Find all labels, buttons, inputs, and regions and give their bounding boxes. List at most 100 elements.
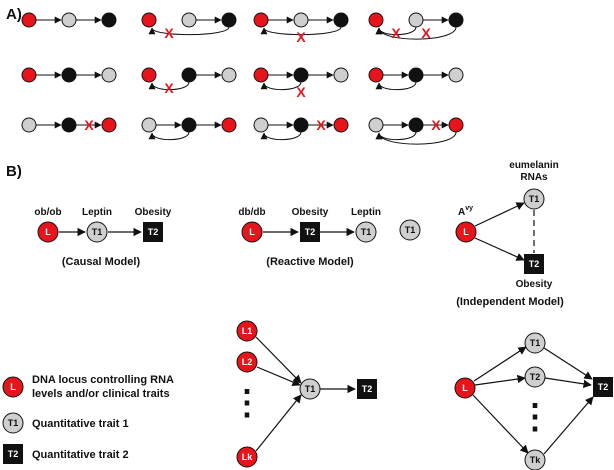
a-node-locus-r0-c0 — [21, 12, 37, 28]
legend-t2-node-text: T2 — [8, 449, 19, 459]
a-curve-r0-c2-2-0 — [260, 26, 342, 36]
a-node-trait2-r0-c1 — [221, 12, 237, 28]
causal-locus-node — [37, 221, 59, 243]
multi-locus-t2-node — [357, 379, 377, 399]
multi-trait-arrow-t1-t2 — [543, 347, 593, 380]
a-node-trait2-r2-c0 — [61, 117, 77, 133]
a-node-trait1-r2-c3 — [368, 117, 384, 133]
multi-trait-arrow-l-tk — [472, 394, 529, 454]
multi-locus-lk-node — [236, 446, 258, 468]
a-node-trait2-r2-c2 — [293, 117, 309, 133]
panel-b-label: B) — [6, 163, 22, 180]
independent-model: eumelanin RNAs Avy L T1 T2 Obesity (Inde… — [455, 160, 564, 308]
a-curve-r1-c1-1-0 — [148, 81, 190, 91]
reactive-locus-label: db/db — [238, 207, 265, 218]
a-node-trait2-r2-c3 — [408, 117, 424, 133]
independent-t2-node-text: T2 — [529, 259, 540, 269]
a-break-mark-r2-c2-0: X — [316, 117, 326, 133]
a-break-mark-r0-c3-0: X — [391, 25, 401, 41]
multi-trait-output-t2-node — [593, 377, 613, 397]
a-node-trait1-r0-c2 — [293, 12, 309, 28]
independent-t1-node — [523, 188, 545, 210]
a-node-trait1-r1-c3 — [448, 67, 464, 83]
a-node-trait2-r0-c0 — [101, 12, 117, 28]
a-node-trait2-r0-c2 — [333, 12, 349, 28]
reactive-model: db/db Obesity Leptin L T2 T1 (Reactive M… — [238, 207, 381, 268]
multi-locus-l2-node-text: L2 — [242, 357, 253, 367]
multi-trait-ellipsis: ⋮ — [518, 398, 552, 436]
a-node-trait2-r1-c1 — [181, 67, 197, 83]
a-node-trait1-r2-c2 — [253, 117, 269, 133]
multi-trait-t2-node — [524, 366, 546, 388]
a-node-locus-r0-c1 — [141, 12, 157, 28]
a-node-trait1-r0-c3 — [408, 12, 424, 28]
multi-trait-t1-node — [524, 332, 546, 354]
multi-locus-t2-node-text: T2 — [362, 384, 373, 394]
a-node-locus-r2-c1 — [221, 117, 237, 133]
multi-locus-l1-node — [236, 320, 258, 342]
causal-model: ob/ob Leptin Obesity L T1 T2 (Causal Mod… — [34, 207, 171, 268]
legend-t2-text: Quantitative trait 2 — [32, 449, 129, 461]
panel-a-label: A) — [6, 6, 22, 23]
a-break-mark-r2-c0-0: X — [84, 117, 94, 133]
isolated-t1-node-text: T1 — [405, 225, 416, 235]
a-curve-r1-c2-1-0 — [260, 81, 302, 91]
a-node-trait1-r2-c0 — [21, 117, 37, 133]
a-node-trait1-r1-c2 — [333, 67, 349, 83]
multi-locus-l1-node-text: L1 — [242, 326, 253, 336]
multi-trait-t2-node-text: T2 — [530, 372, 541, 382]
a-node-locus-r2-c3 — [448, 117, 464, 133]
independent-locus-node-text: L — [463, 227, 469, 237]
multi-trait-t1-node-text: T1 — [530, 338, 541, 348]
independent-arrow-l-t2 — [474, 237, 525, 261]
a-break-mark-r1-c1-0: X — [164, 80, 174, 96]
a-node-trait1-r0-c1 — [181, 12, 197, 28]
a-node-locus-r1-c2 — [253, 67, 269, 83]
isolated-t1-node — [399, 219, 421, 241]
multi-locus-ellipsis: ⋮ — [230, 384, 264, 422]
multi-locus-arrow-l1-t1 — [255, 336, 302, 384]
a-break-mark-r0-c3-1: X — [421, 25, 431, 41]
multi-locus-t1-node — [299, 378, 321, 400]
multi-trait-locus-node — [454, 377, 476, 399]
a-node-locus-r0-c3 — [368, 12, 384, 28]
a-node-locus-r0-c2 — [253, 12, 269, 28]
independent-arrow-l-t1 — [474, 202, 525, 227]
a-node-trait1-r1-c0 — [101, 67, 117, 83]
a-break-mark-r2-c3-0: X — [431, 117, 441, 133]
multi-trait-arrow-l-t2 — [474, 374, 526, 386]
multi-locus-arrow-lk-t1 — [255, 394, 302, 452]
causal-t2-node-text: T2 — [148, 227, 159, 237]
independent-locus-label-sup: vy — [465, 205, 473, 212]
reactive-locus-node — [241, 221, 263, 243]
reactive-locus-node-text: L — [249, 227, 255, 237]
causal-locus-label: ob/ob — [34, 207, 61, 218]
causal-t2-label: Obesity — [135, 207, 172, 218]
multi-trait-tk-node — [524, 449, 546, 470]
a-node-trait1-r1-c1 — [221, 67, 237, 83]
legend-locus-line2: levels and/or clinical traits — [32, 388, 170, 400]
multi-locus-t1-node-text: T1 — [305, 384, 316, 394]
reactive-t2-node-text: T2 — [305, 227, 316, 237]
multi-trait-arrow-tk-t2 — [543, 396, 594, 455]
a-curve-r2-c2-1-0 — [260, 131, 302, 141]
multi-trait-output-t2-node-text: T2 — [598, 382, 609, 392]
a-curve-r1-c3-1-0 — [375, 81, 417, 91]
multi-trait-tk-node-text: Tk — [530, 455, 541, 465]
legend-t2-node — [3, 444, 23, 464]
a-node-locus-r2-c0 — [101, 117, 117, 133]
a-node-trait2-r1-c0 — [61, 67, 77, 83]
multi-trait-arrow-t2-t2 — [544, 377, 592, 389]
independent-caption: (Independent Model) — [456, 296, 564, 308]
legend: L DNA locus controlling RNA levels and/o… — [2, 374, 174, 464]
reactive-t1-label: Leptin — [351, 207, 381, 218]
a-break-mark-r0-c1-0: X — [164, 25, 174, 41]
causal-t2-node — [143, 222, 163, 242]
reactive-caption: (Reactive Model) — [266, 256, 354, 268]
independent-locus-label-main: A — [458, 207, 465, 218]
multi-locus-l2-node — [236, 351, 258, 373]
a-node-trait1-r2-c1 — [141, 117, 157, 133]
a-curve-r2-c1-1-0 — [148, 131, 190, 141]
multi-trait-locus-node-text: L — [462, 383, 468, 393]
